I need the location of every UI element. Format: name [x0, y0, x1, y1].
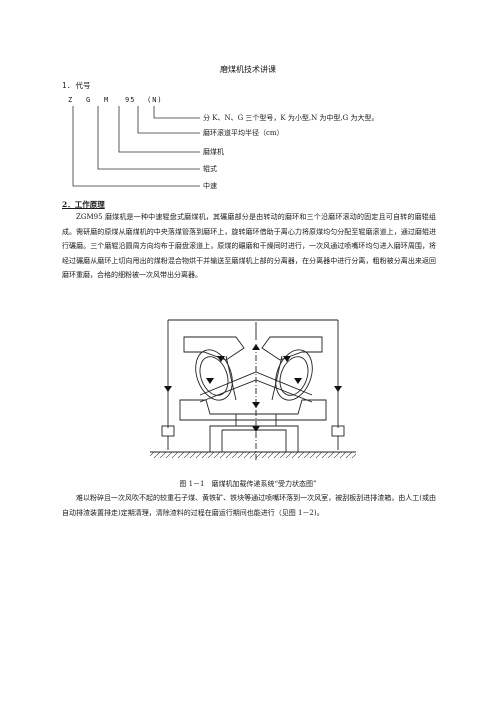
section-2-heading: 2．工作原理: [62, 200, 105, 209]
annotation-roller: 辊式: [203, 165, 217, 173]
paragraph-working-principle: ZGM95 磨煤机是一种中速辊盘式磨煤机，其碾磨部分是由转动的磨环和三个沿磨环滚…: [62, 213, 436, 279]
section-1-heading: 1. 代号: [62, 81, 91, 90]
document-title: 磨煤机技术讲课: [220, 65, 276, 74]
model-number: 95: [125, 96, 136, 104]
annotation-radius: 磨环滚道平均半径（cm）: [203, 129, 284, 137]
model-code: Z G M 95 (N): [68, 96, 178, 106]
paragraph-slag-removal: 难以粉碎且一次风吹不起的较重石子煤、黄铁矿、铁块等通过喷嘴环落到一次风室，被刮板…: [62, 494, 436, 517]
annotation-model-size: 分 K、N、G 三个型号，K 为小型,N 为中型,G 为大型。: [203, 114, 379, 122]
figure-caption: 图 1－1 磨煤机加载传递系统“受力状态图”: [179, 480, 317, 488]
model-letter-g: G: [86, 96, 92, 104]
annotation-mill: 磨煤机: [203, 148, 224, 156]
model-letter-z: Z: [68, 96, 74, 104]
annotation-medium-speed: 中速: [203, 182, 217, 190]
model-suffix: (N): [147, 96, 163, 104]
model-letter-m: M: [104, 96, 110, 104]
